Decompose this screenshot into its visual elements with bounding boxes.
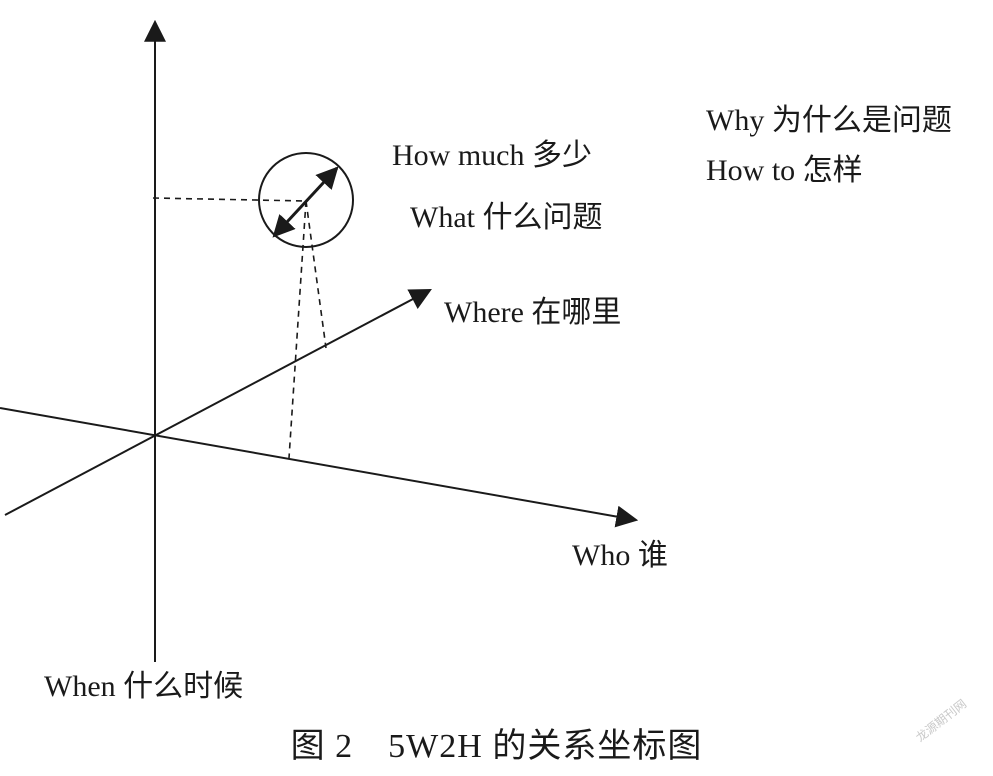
label-where: Where 在哪里: [444, 296, 622, 329]
label-why: Why 为什么是问题: [706, 104, 952, 137]
dashed-projection-to-who: [288, 200, 307, 459]
label-who: Who 谁: [572, 539, 668, 572]
who-axis: [0, 407, 639, 528]
label-how-to: How to 怎样: [706, 154, 863, 187]
quantity-circle: [258, 152, 354, 248]
double-arrow-how-much: [272, 166, 339, 238]
label-when: When 什么时候: [44, 670, 244, 703]
figure-caption: 图 2 5W2H 的关系坐标图: [290, 728, 703, 765]
label-how-much: How much 多少: [392, 139, 592, 172]
dashed-projection-horizontal: [152, 197, 307, 202]
dashed-projection-to-where: [305, 200, 327, 349]
label-what: What 什么问题: [410, 201, 603, 234]
where-axis: [4, 288, 432, 516]
